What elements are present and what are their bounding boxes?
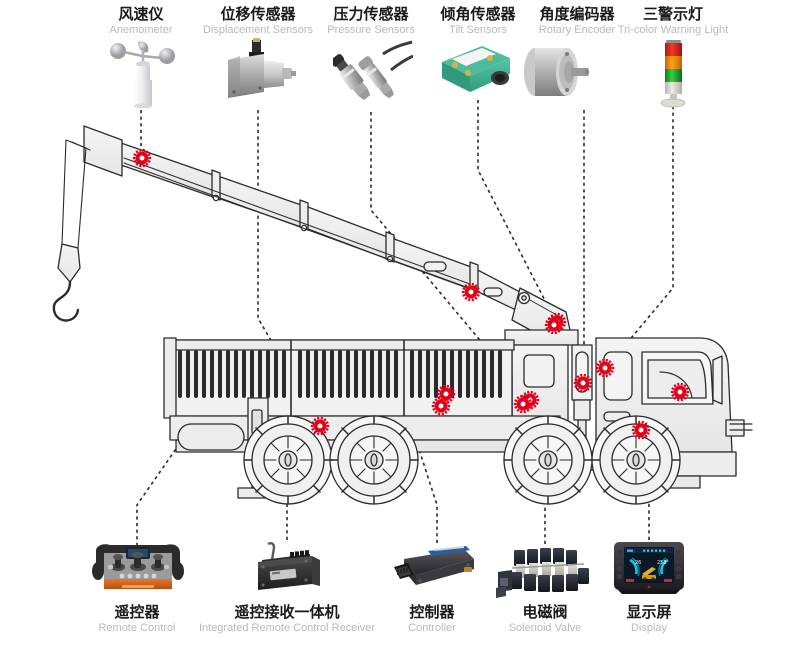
svg-text:258: 258 [657,560,667,566]
warning-light-icon [655,38,691,108]
label-cn-display: 显示屏 [626,604,672,621]
display-icon: 26 258 [612,540,686,596]
connector-anemometer [140,110,149,159]
svg-text:26: 26 [635,560,641,566]
marker-boom-mid [461,282,481,302]
label-cn-rotary-encoder: 角度编码器 [539,6,615,23]
label-en-tilt-sensors: Tilt Sensors [449,24,507,36]
marker-outrigger [573,373,593,393]
label-cn-controller: 控制器 [409,604,455,621]
displacement-sensor-icon [222,38,298,102]
marker-cab-door [595,358,615,378]
label-cn-solenoid-valve: 电磁阀 [522,604,568,621]
tilt-sensor-icon [438,44,514,98]
label-en-rotary-encoder: Rotary Encoder [538,24,616,36]
label-en-integrated-remote-control-receiver: Integrated Remote Control Receiver [198,622,376,634]
label-en-solenoid-valve: Solenoid Valve [508,622,582,634]
anemometer-icon [110,34,176,109]
label-cn-anemometer: 风速仪 [118,6,164,23]
label-en-display: Display [630,622,668,634]
label-cn-tilt-sensors: 倾角传感器 [440,6,516,23]
rotary-encoder-icon [521,42,595,104]
label-en-remote-control: Remote Control [98,622,176,634]
remote-control-icon [92,543,184,595]
label-cn-pressure-sensors: 压力传感器 [333,6,409,23]
label-cn-tri-color-warning-light: 三警示灯 [642,6,703,23]
receiver-icon [252,542,324,594]
label-cn-integrated-remote-control-receiver: 遥控接收一体机 [234,604,340,621]
controller-icon [390,545,478,595]
label-en-anemometer: Anemometer [109,24,173,36]
marker-column-mid [513,394,533,414]
label-en-displacement-sensors: Displacement Sensors [202,24,314,36]
label-cn-remote-control: 遥控器 [114,604,160,621]
connector-remote-control [136,419,197,546]
marker-bed-lower [431,396,451,416]
marker-bed-rear [310,416,330,436]
label-en-controller: Controller [408,622,456,634]
pressure-sensor-icon [330,40,414,101]
marker-boom-base [544,315,564,335]
label-en-tri-color-warning-light: Tri-color Warning Light [617,24,729,36]
solenoid-valve-icon [496,546,592,598]
marker-cab-mirror [670,382,690,402]
marker-wheel-arch [631,420,651,440]
label-cn-displacement-sensors: 位移传感器 [220,6,296,23]
label-en-pressure-sensors: Pressure Sensors [327,24,415,36]
marker-boom-tip [132,148,152,168]
